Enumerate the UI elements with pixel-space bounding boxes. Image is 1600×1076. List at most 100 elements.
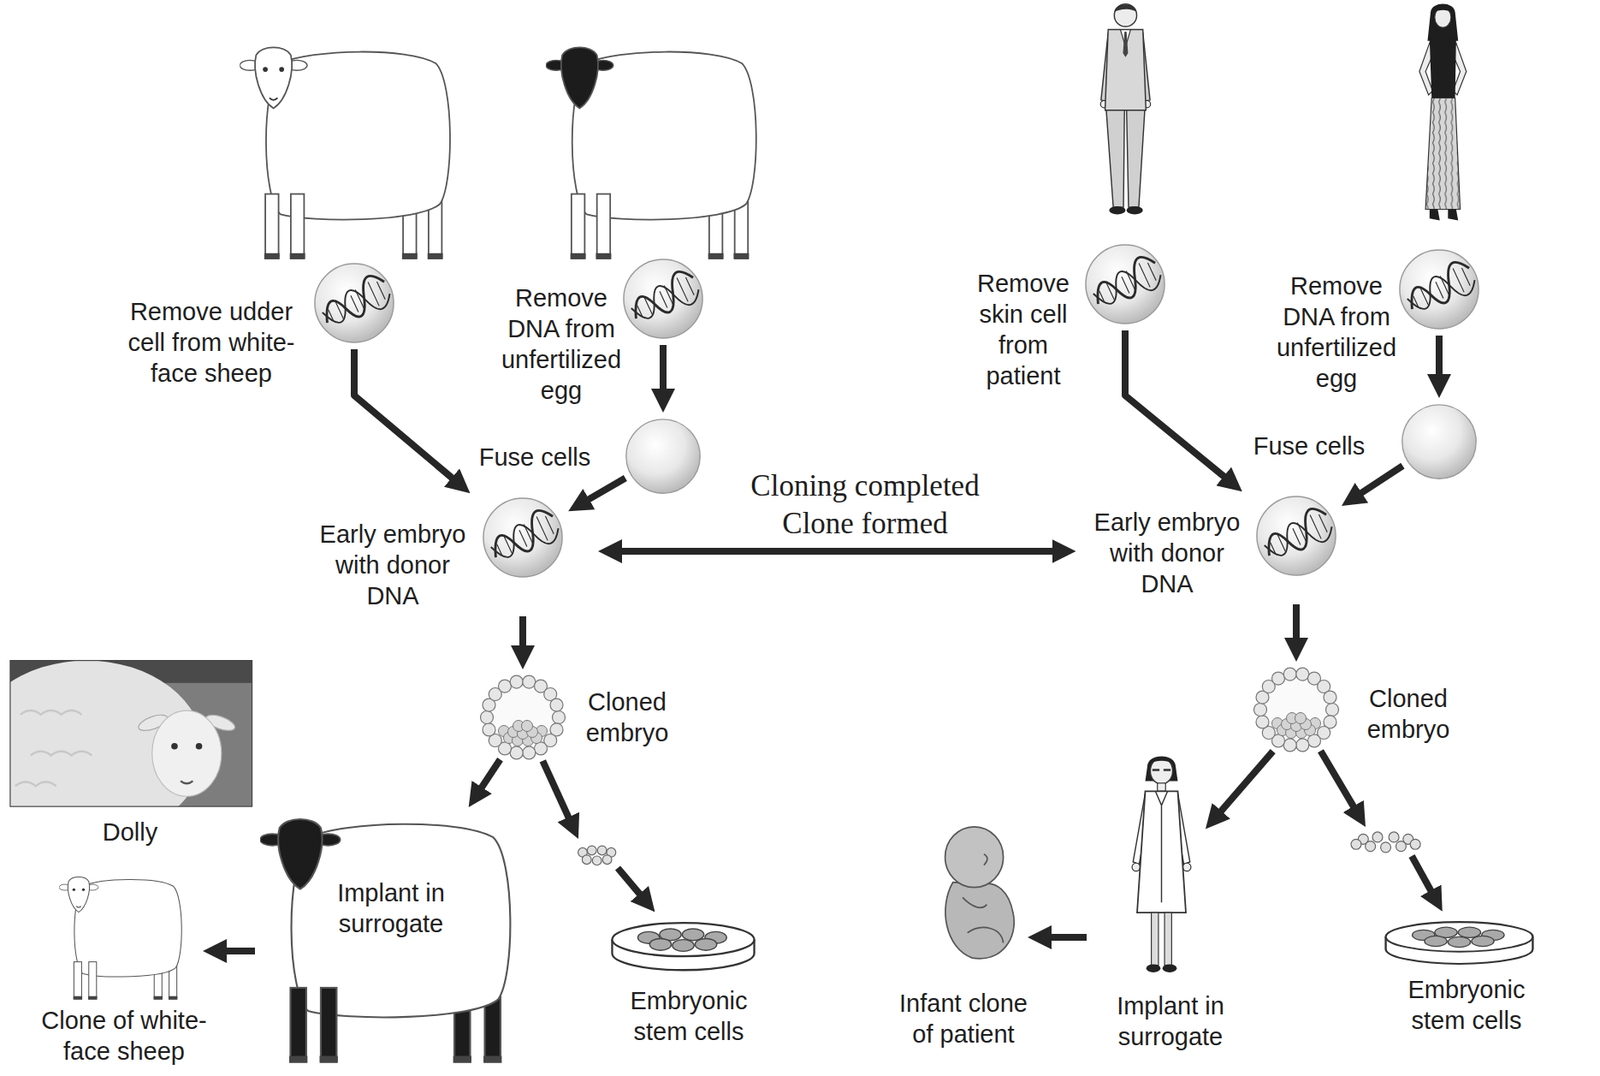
donor-cell: Remove udder cell from white-face sheep [313,261,396,344]
early-embryo-drawing [483,497,563,577]
culture-dish-drawing [611,922,754,970]
node-text: Remove udder cell from white-face sheep [112,296,311,389]
arrow-connector [1125,330,1226,478]
arrow-line [1125,330,1226,478]
arrow-line [1292,604,1300,640]
arrow-line [1411,855,1432,892]
early-embryo-drawing [1256,496,1337,575]
stem-cell-cluster [1351,831,1421,853]
cloned-sheep: Clone of white-face sheep [59,872,184,1003]
culture-dish: Embryonic stem cells [1382,915,1536,968]
infant-figure: Infant clone of patient [933,821,1021,963]
enucleated-egg-outline [1400,402,1478,480]
early-embryo-outline [1255,494,1338,577]
node-text: Implant in surrogate [325,877,458,939]
surrogate-woman: Implant in surrogate [1120,750,1203,978]
arrow-line [225,947,255,955]
arrow-connector [1296,604,1298,640]
patient-figure [1100,4,1150,215]
dolly-photo [0,660,253,841]
early-embryo-outline [481,496,564,579]
egg-cell-drawing [1399,249,1480,329]
node-text: Fuse cells [474,441,595,473]
donor-cell-outline [1084,242,1167,326]
node-text: Early embryo with donor DNA [318,518,469,611]
culture-dish-outline [609,915,758,975]
arrow-line [480,758,500,789]
arrow-connector [587,478,626,501]
node-text: Implant in surrogate [1104,989,1238,1052]
culture-dish-drawing [1386,921,1534,964]
arrow-line [1049,933,1087,941]
cloned-embryo-outline [1253,666,1340,753]
node-text: Clone of white-face sheep [24,1004,224,1067]
enucleated-egg-drawing [626,419,700,493]
node-text: Remove DNA from unfertilized egg [1270,270,1404,394]
stem-cell-cluster [578,845,617,866]
black-face-sheep [545,47,757,259]
arrow-connector [522,616,524,647]
infant-figure-drawing [945,826,1015,959]
early-embryo: Early embryo with donor DNA [318,496,565,611]
donor-cell-drawing [314,263,395,343]
donor-cell: Remove skin cell from patient [1084,242,1167,326]
arrow-connector [542,760,640,895]
egg-cell-outline [1398,248,1481,331]
arrow-connector [663,344,664,391]
arrow-line [659,344,667,391]
cloned-sheep-outline [59,872,184,1003]
cloned-embryo-drawing [1254,667,1340,752]
arrow-connector [1439,335,1440,376]
culture-dish: Embryonic stem cells [609,915,758,975]
surrogate-sheep-drawing [260,818,510,1063]
node-text: Infant clone of patient [894,987,1032,1049]
surrogate-sheep-outline [260,811,516,1070]
node-text: Cloned embryo [580,686,675,748]
early-embryo: Early embryo with donor DNA [1092,494,1339,599]
caption-holder: Dolly [102,816,158,848]
arrow-connector [1049,936,1087,938]
arrow-line [587,478,626,501]
arrow-connector [620,551,1055,552]
arrow-connector [1321,750,1433,892]
enucleated-egg: Fuse cells [624,417,702,495]
egg-cell-outline [622,257,705,340]
egg-cell: Remove DNA from unfertilized egg [1398,248,1481,331]
cloned-sheep-drawing [59,876,182,999]
egg-donor-figure [1419,3,1467,220]
node-text: Embryonic stem cells [1402,973,1531,1036]
node-text: Remove DNA from unfertilized egg [495,282,629,406]
surrogate-woman-drawing [1131,756,1192,972]
node-text: Fuse cells [1249,430,1369,462]
surrogate-sheep: Implant in surrogate [260,811,516,1070]
arrow-line [1360,465,1404,494]
cloned-embryo-outline [480,674,566,760]
enucleated-egg-outline [624,417,702,495]
cloned-embryo-drawing [480,675,566,759]
node-text: Early embryo with donor DNA [1092,506,1243,599]
cloned-embryo: Cloned embryo [480,674,566,760]
arrow-line [519,616,527,647]
arrow-connector [225,950,255,952]
arrow-line [620,547,1055,555]
arrow-connector [480,758,500,789]
arrow-connector [1220,751,1274,812]
node-text: Remove skin cell from patient [972,267,1074,392]
edge-label: Cloning completed Clone formed [719,467,1011,543]
arrow-line [617,867,641,895]
donor-cell-outline [313,261,396,344]
enucleated-egg-drawing [1402,404,1476,479]
egg-cell: Remove DNA from unfertilized egg [622,257,705,340]
arrow-connector [1360,465,1404,494]
infant-figure-outline [933,821,1021,963]
cloned-embryo: Cloned embryo [1253,666,1340,753]
arrow-line [1435,335,1443,376]
donor-cell-drawing [1085,244,1166,324]
arrow-line [354,349,454,479]
node-text: Embryonic stem cells [624,984,753,1047]
arrow-connector [354,349,454,479]
edge-label-holder: Cloning completed Clone formed [719,467,1011,543]
culture-dish-outline [1382,915,1536,968]
white-face-sheep [239,47,451,259]
